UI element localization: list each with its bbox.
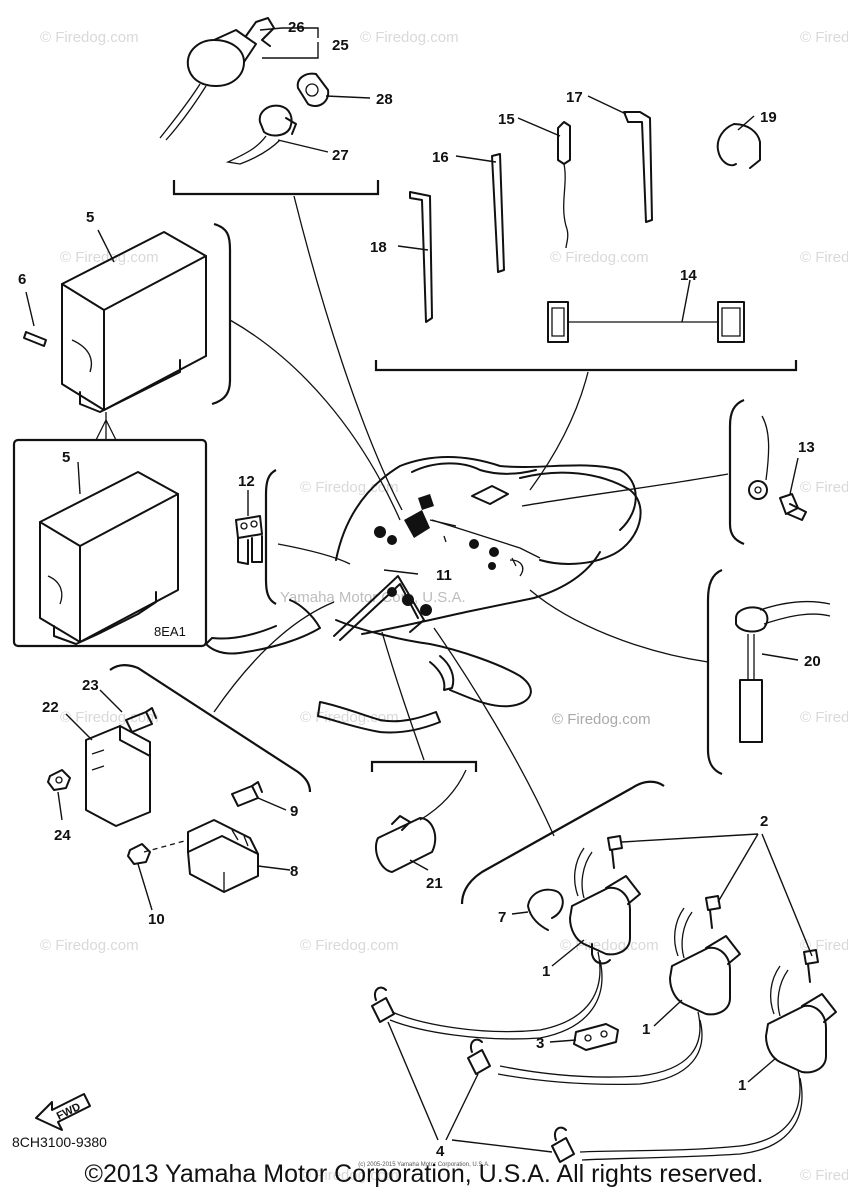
- callout-16: 16: [432, 149, 449, 166]
- callout-12: 12: [238, 473, 255, 490]
- watermark: © Firedog.com: [800, 29, 848, 46]
- inset-label: 8EA1: [154, 624, 186, 639]
- callout-24: 24: [54, 827, 71, 844]
- capacitor-21: [370, 631, 478, 873]
- relay-12: [235, 469, 351, 605]
- callout-25: 25: [332, 37, 349, 54]
- ecu-group: [12, 222, 401, 648]
- callout-5-inset: 5: [62, 449, 70, 466]
- small-parts-group: [374, 111, 798, 491]
- watermark: © Firedog.com: [550, 249, 649, 266]
- callout-1b: 1: [642, 1021, 650, 1038]
- callout-2: 2: [760, 813, 768, 830]
- watermark: © Firedog.com: [40, 29, 139, 46]
- callout-19: 19: [760, 109, 777, 126]
- callout-9: 9: [290, 803, 298, 820]
- callout-20: 20: [804, 653, 821, 670]
- callout-1c: 1: [738, 1077, 746, 1094]
- watermark: © Firedog.com: [800, 709, 848, 726]
- watermark-firedog: © Firedog.com: [552, 711, 651, 728]
- frame-and-harness: [205, 455, 642, 734]
- small-copyright: (c) 2005-2015 Yamaha Motor Corporation, …: [358, 1162, 490, 1168]
- watermark: © Firedog.com: [40, 937, 139, 954]
- callout-15: 15: [498, 111, 515, 128]
- callout-26: 26: [288, 19, 305, 36]
- leader-lines: [25, 27, 813, 1153]
- callout-14: 14: [680, 267, 697, 284]
- callout-27: 27: [332, 147, 349, 164]
- callout-1a: 1: [542, 963, 550, 980]
- watermark: © Firedog.com: [300, 937, 399, 954]
- watermark-center: Yamaha Motor Corp, U.S.A.: [280, 589, 466, 606]
- callout-13: 13: [798, 439, 815, 456]
- switch-group: [159, 17, 403, 511]
- watermark: © Firedog.com: [560, 937, 659, 954]
- callout-17: 17: [566, 89, 583, 106]
- copyright-footer: ©2013 Yamaha Motor Corporation, U.S.A. A…: [84, 1160, 764, 1188]
- watermark: © Firedog.com: [300, 1167, 399, 1184]
- reference-code: 8CH3100-9380: [12, 1134, 107, 1150]
- watermark: © Firedog.com: [360, 29, 459, 46]
- callout-8: 8: [290, 863, 298, 880]
- callout-4: 4: [436, 1143, 445, 1160]
- callout-11: 11: [436, 567, 452, 584]
- watermark: © Firedog.com: [800, 479, 848, 496]
- left-lower-parts: [47, 601, 335, 893]
- right-parts: [521, 398, 831, 776]
- fwd-label: FWD: [55, 1101, 83, 1123]
- callout-18: 18: [370, 239, 387, 256]
- watermark: © Firedog.com: [800, 249, 848, 266]
- callout-5: 5: [86, 209, 94, 226]
- callout-22: 22: [42, 699, 59, 716]
- callout-7: 7: [498, 909, 506, 926]
- forward-arrow: FWD: [35, 1093, 91, 1131]
- watermark: © Firedog.com: [60, 249, 159, 266]
- watermark: © Firedog.com: [800, 1167, 848, 1184]
- callout-3: 3: [536, 1035, 544, 1052]
- callout-28: 28: [376, 91, 393, 108]
- watermark-layer: © Firedog.com © Firedog.com © Firedog.co…: [40, 29, 848, 1184]
- callout-labels: 26 25 28 27 5 6 5 8EA1 16 15 17 19 18 14…: [18, 19, 821, 1160]
- callout-10: 10: [148, 911, 165, 928]
- callout-6: 6: [18, 271, 26, 288]
- callout-21: 21: [426, 875, 443, 892]
- watermark: © Firedog.com: [300, 479, 399, 496]
- watermark: © Firedog.com: [60, 709, 159, 726]
- ignition-group: [371, 627, 837, 1163]
- callout-23: 23: [82, 677, 99, 694]
- watermark: © Firedog.com: [300, 709, 399, 726]
